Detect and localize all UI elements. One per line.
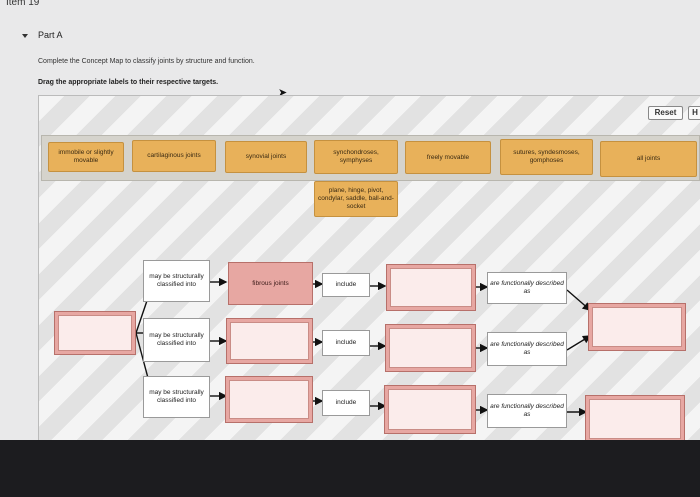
include-label: include (322, 273, 370, 297)
label-chip[interactable]: all joints (600, 141, 697, 177)
label-chip[interactable]: sutures, syndesmoses, gomphoses (500, 139, 593, 175)
drop-target-examples-1[interactable] (386, 264, 476, 311)
screen-bottom-bezel (0, 440, 700, 497)
drop-target-structure-3[interactable] (225, 376, 313, 423)
drop-target-function-1[interactable] (588, 303, 686, 351)
item-title: Item 19 (6, 0, 40, 8)
reset-button[interactable]: Reset (648, 106, 683, 120)
label-chip[interactable]: immobile or slightly movable (48, 142, 124, 172)
help-button[interactable]: H (688, 106, 700, 120)
label-chip[interactable]: synchondroses, symphyses (314, 140, 398, 174)
drop-target-root[interactable] (54, 311, 136, 355)
functional-label: are functionally described as (487, 332, 567, 366)
part-label: Part A (38, 30, 63, 40)
include-label: include (322, 390, 370, 416)
functional-label: are functionally described as (487, 272, 567, 304)
branch-label: may be structurally classified into (143, 318, 210, 362)
branch-label: may be structurally classified into (143, 376, 210, 418)
label-chip[interactable]: synovial joints (225, 141, 307, 173)
mouse-cursor-icon: ➤ (278, 87, 288, 99)
drop-target-function-2[interactable] (585, 395, 685, 443)
functional-label: are functionally described as (487, 394, 567, 428)
include-label: include (322, 330, 370, 356)
part-toggle[interactable]: Part A (22, 30, 63, 40)
branch-label: may be structurally classified into (143, 260, 210, 302)
caret-down-icon[interactable] (22, 33, 28, 38)
drop-target-structure-2[interactable] (226, 318, 313, 364)
drag-instruction-text: Drag the appropriate labels to their res… (38, 79, 219, 86)
drop-target-examples-3[interactable] (384, 385, 476, 434)
filled-target-fibrous-joints[interactable]: fibrous joints (228, 262, 313, 305)
instruction-text: Complete the Concept Map to classify joi… (38, 58, 255, 65)
label-chip[interactable]: plane, hinge, pivot, condylar, saddle, b… (314, 181, 398, 217)
label-chip[interactable]: cartilaginous joints (132, 140, 216, 172)
drop-target-examples-2[interactable] (385, 324, 476, 372)
label-chip[interactable]: freely movable (405, 141, 491, 174)
